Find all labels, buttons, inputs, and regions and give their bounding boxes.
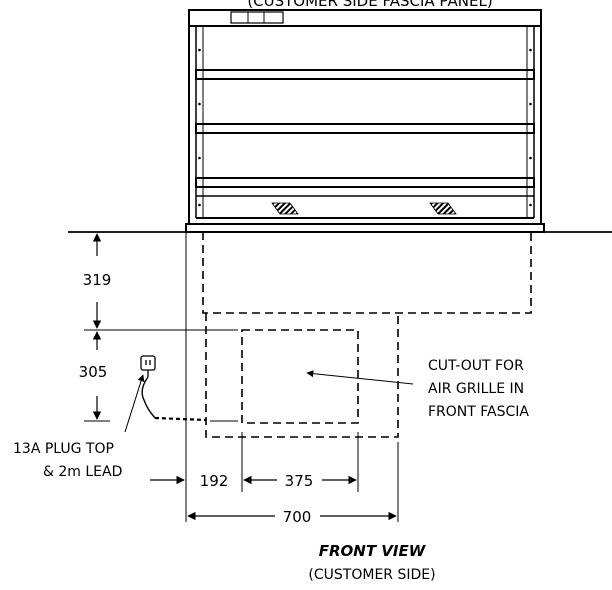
extension-lines [84, 232, 399, 522]
cutout-leader [306, 370, 414, 385]
dim-height-upper: 319 [83, 271, 112, 289]
lead-cable [141, 376, 207, 422]
plug-leader [124, 374, 145, 433]
hidden-structure [202, 232, 532, 438]
plug-icon [140, 355, 156, 377]
header-note: (CUSTOMER SIDE FASCIA PANEL) [247, 0, 492, 10]
display-cabinet [185, 9, 545, 233]
shelf-1 [195, 69, 535, 80]
dim-width-offset: 192 [200, 472, 229, 490]
dim-width-cutout: 375 [285, 472, 314, 490]
vent-grille-right [429, 202, 457, 215]
view-subtitle: (CUSTOMER SIDE) [308, 567, 435, 583]
dim-height-lower: 305 [79, 363, 108, 381]
air-grille-cutout [241, 329, 359, 424]
post-dots [198, 48, 532, 207]
view-title: FRONT VIEW [319, 542, 427, 560]
dim-width-total: 700 [283, 508, 312, 526]
control-panel [230, 11, 284, 24]
cutout-note-line3: FRONT FASCIA [428, 404, 529, 420]
cutout-note-line1: CUT-OUT FOR [428, 358, 524, 374]
cutout-note-line2: AIR GRILLE IN [428, 381, 524, 397]
plug-note-line1: 13A PLUG TOP [13, 441, 114, 457]
shelf-3 [195, 177, 535, 188]
plug-note-line2: & 2m LEAD [43, 464, 122, 480]
horizontal-dimensions [150, 475, 397, 521]
vent-grille-left [271, 202, 299, 215]
shelf-2 [195, 123, 535, 134]
